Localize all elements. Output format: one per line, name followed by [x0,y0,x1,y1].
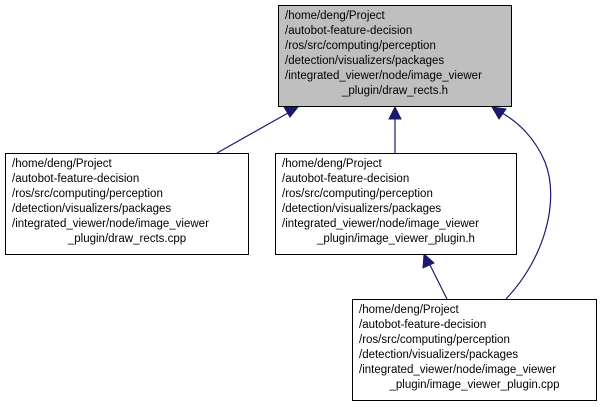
node-line: _plugin/draw_rects.cpp [67,233,187,245]
node-line: _plugin/draw_rects.h [341,85,449,97]
node-line: _plugin/image_viewer_plugin.cpp [389,379,560,391]
node-line: /home/deng/Project [12,158,112,170]
arrowhead-draw-rects-h-left [283,106,300,118]
node-line: /integrated_viewer/node/image_viewer [282,218,479,230]
arrowhead-draw-rects-h-right [491,106,507,120]
node-draw-rects-cpp[interactable]: /home/deng/Project /autobot-feature-deci… [5,153,249,255]
node-line: /integrated_viewer/node/image_viewer [12,218,209,230]
node-line: /integrated_viewer/node/image_viewer [359,364,556,376]
arrowhead-image-viewer-plugin-h [422,252,435,269]
node-image-viewer-plugin-cpp[interactable]: /home/deng/Project /autobot-feature-deci… [352,299,597,401]
node-line: /home/deng/Project [359,304,459,316]
node-line: /integrated_viewer/node/image_viewer [285,70,482,82]
node-line: /autobot-feature-decision [282,173,410,185]
node-line: /ros/src/computing/perception [12,188,163,200]
edge-image-viewer-plugin-cpp-to-image-viewer-plugin-h [429,264,448,300]
node-line: /detection/visualizers/packages [285,55,445,67]
node-draw-rects-h[interactable]: /home/deng/Project /autobot-feature-deci… [278,5,512,107]
node-line: /autobot-feature-decision [359,319,487,331]
node-line: /autobot-feature-decision [285,25,413,37]
node-line: /detection/visualizers/packages [359,349,519,361]
node-line: _plugin/image_viewer_plugin.h [317,233,475,245]
node-line: /ros/src/computing/perception [359,334,510,346]
arrowhead-draw-rects-h-center [388,105,402,120]
node-line: /ros/src/computing/perception [285,40,436,52]
node-line: /ros/src/computing/perception [282,188,433,200]
node-line: /detection/visualizers/packages [12,203,172,215]
edge-image-viewer-plugin-cpp-to-draw-rects-h [501,112,552,300]
node-line: /autobot-feature-decision [12,173,140,185]
node-line: /detection/visualizers/packages [282,203,442,215]
edge-draw-rects-cpp-to-draw-rects-h [216,112,289,154]
node-image-viewer-plugin-h[interactable]: /home/deng/Project /autobot-feature-deci… [275,153,517,255]
node-line: /home/deng/Project [282,158,382,170]
node-line: /home/deng/Project [285,10,385,22]
